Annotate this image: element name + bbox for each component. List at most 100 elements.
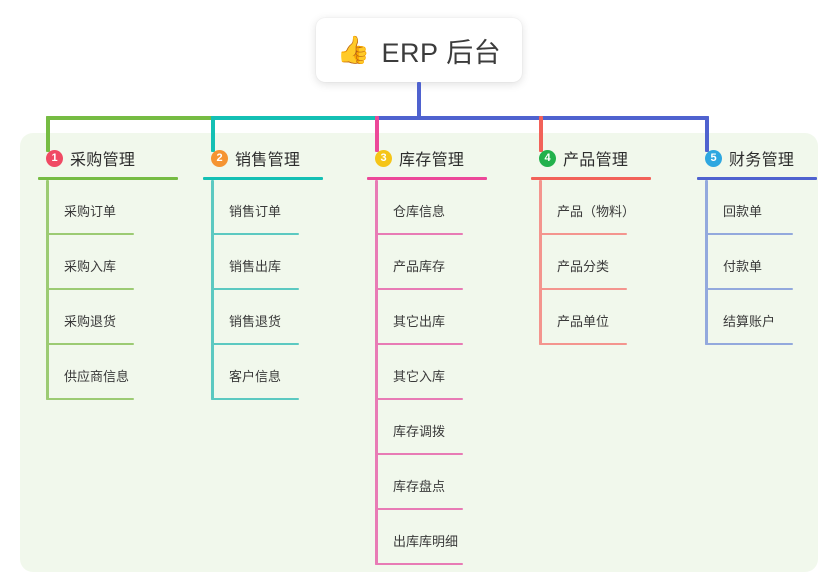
connector-segment-3 — [375, 116, 543, 120]
leaf-item-rule — [375, 508, 463, 510]
leaf-spine-1 — [46, 180, 49, 400]
leaf-item-rule — [46, 288, 134, 290]
leaf-item-label: 仓库信息 — [393, 204, 446, 219]
leaf-item[interactable]: 采购入库 — [38, 235, 188, 290]
leaf-item-rule — [705, 233, 793, 235]
diagram-panel — [20, 133, 818, 572]
leaf-item-label: 结算账户 — [723, 314, 776, 329]
leaf-item-rule — [46, 343, 134, 345]
connector-stub-1 — [46, 116, 50, 152]
leaf-item[interactable]: 仓库信息 — [367, 180, 517, 235]
column-1: 1 采购管理采购订单采购入库采购退货供应商信息 — [38, 146, 188, 400]
leaf-list-2: 销售订单销售出库销售退货客户信息 — [203, 180, 353, 400]
column-title-5: 财务管理 — [729, 152, 795, 169]
connector-segment-2 — [211, 116, 379, 120]
column-rule-4 — [531, 177, 651, 180]
leaf-list-4: 产品（物料） 产品分类产品单位 — [531, 180, 681, 345]
leaf-item-label: 产品库存 — [393, 259, 446, 274]
column-badge-5: 5 — [705, 149, 722, 167]
root-node-title: ERP 后台 — [381, 37, 502, 68]
leaf-item[interactable]: 销售退货 — [203, 290, 353, 345]
leaf-item[interactable]: 其它出库 — [367, 290, 517, 345]
column-2: 2 销售管理销售订单销售出库销售退货客户信息 — [203, 146, 353, 400]
leaf-item[interactable]: 付款单 — [697, 235, 827, 290]
leaf-item-rule — [539, 288, 627, 290]
leaf-item[interactable]: 其它入库 — [367, 345, 517, 400]
column-badge-4: 4 — [539, 149, 556, 167]
leaf-spine-3 — [375, 180, 378, 565]
column-badge-1: 1 — [46, 149, 63, 167]
leaf-item-rule — [539, 343, 627, 345]
leaf-item[interactable]: 销售订单 — [203, 180, 353, 235]
leaf-item-rule — [211, 288, 299, 290]
connector-stub-5 — [705, 116, 709, 152]
leaf-list-5: 回款单付款单结算账户 — [697, 180, 827, 345]
leaf-item-label: 采购订单 — [64, 204, 117, 219]
leaf-item-rule — [705, 343, 793, 345]
leaf-item[interactable]: 库存盘点 — [367, 455, 517, 510]
leaf-item-rule — [46, 233, 134, 235]
leaf-item-label: 库存盘点 — [393, 479, 446, 494]
column-badge-3: 3 — [375, 149, 392, 167]
leaf-item-label: 采购退货 — [64, 314, 117, 329]
leaf-item-label: 付款单 — [723, 259, 763, 274]
connector-stub-2 — [211, 116, 215, 152]
column-header-4[interactable]: 4 产品管理 — [531, 146, 681, 170]
column-5: 5 财务管理回款单付款单结算账户 — [697, 146, 827, 345]
leaf-item-rule — [211, 233, 299, 235]
leaf-item-label: 采购入库 — [64, 259, 117, 274]
leaf-item[interactable]: 采购订单 — [38, 180, 188, 235]
leaf-item-label: 客户信息 — [229, 369, 282, 384]
root-node-card[interactable]: 👍 ERP 后台 — [316, 18, 522, 82]
column-header-1[interactable]: 1 采购管理 — [38, 146, 188, 170]
column-header-2[interactable]: 2 销售管理 — [203, 146, 353, 170]
leaf-item-label: 出库库明细 — [393, 534, 459, 549]
leaf-item[interactable]: 产品单位 — [531, 290, 681, 345]
leaf-item-rule — [705, 288, 793, 290]
leaf-item[interactable]: 出库库明细 — [367, 510, 517, 565]
leaf-item-label: 其它出库 — [393, 314, 446, 329]
leaf-item[interactable]: 产品（物料） — [531, 180, 681, 235]
leaf-item-label: 产品单位 — [557, 314, 610, 329]
leaf-item-rule — [375, 343, 463, 345]
thumbs-up-icon: 👍 — [336, 34, 371, 66]
column-badge-2: 2 — [211, 149, 228, 167]
column-4: 4 产品管理产品（物料） 产品分类产品单位 — [531, 146, 681, 345]
leaf-item-label: 销售出库 — [229, 259, 282, 274]
leaf-item-rule — [375, 398, 463, 400]
leaf-item[interactable]: 销售出库 — [203, 235, 353, 290]
column-title-4: 产品管理 — [563, 152, 629, 169]
leaf-item-label: 产品（物料） — [557, 204, 636, 219]
leaf-spine-2 — [211, 180, 214, 400]
leaf-item[interactable]: 客户信息 — [203, 345, 353, 400]
column-3: 3 库存管理仓库信息产品库存其它出库其它入库库存调拨库存盘点出库库明细 — [367, 146, 517, 565]
leaf-item-label: 回款单 — [723, 204, 763, 219]
leaf-list-3: 仓库信息产品库存其它出库其它入库库存调拨库存盘点出库库明细 — [367, 180, 517, 565]
leaf-item[interactable]: 产品库存 — [367, 235, 517, 290]
leaf-item-rule — [375, 288, 463, 290]
column-rule-2 — [203, 177, 323, 180]
column-title-2: 销售管理 — [235, 152, 301, 169]
leaf-item-rule — [375, 563, 463, 565]
column-header-5[interactable]: 5 财务管理 — [697, 146, 827, 170]
column-rule-1 — [38, 177, 178, 180]
leaf-spine-5 — [705, 180, 708, 345]
column-title-1: 采购管理 — [70, 152, 136, 169]
leaf-item-rule — [375, 233, 463, 235]
leaf-list-1: 采购订单采购入库采购退货供应商信息 — [38, 180, 188, 400]
leaf-item[interactable]: 采购退货 — [38, 290, 188, 345]
connector-segment-1 — [46, 116, 215, 120]
column-header-3[interactable]: 3 库存管理 — [367, 146, 517, 170]
leaf-item[interactable]: 回款单 — [697, 180, 827, 235]
leaf-item-rule — [375, 453, 463, 455]
leaf-item[interactable]: 结算账户 — [697, 290, 827, 345]
leaf-item-rule — [211, 343, 299, 345]
leaf-item-rule — [46, 398, 134, 400]
leaf-item[interactable]: 产品分类 — [531, 235, 681, 290]
leaf-item[interactable]: 供应商信息 — [38, 345, 188, 400]
column-title-3: 库存管理 — [399, 152, 465, 169]
leaf-item[interactable]: 库存调拨 — [367, 400, 517, 455]
connector-stub-3 — [375, 116, 379, 152]
column-rule-3 — [367, 177, 487, 180]
